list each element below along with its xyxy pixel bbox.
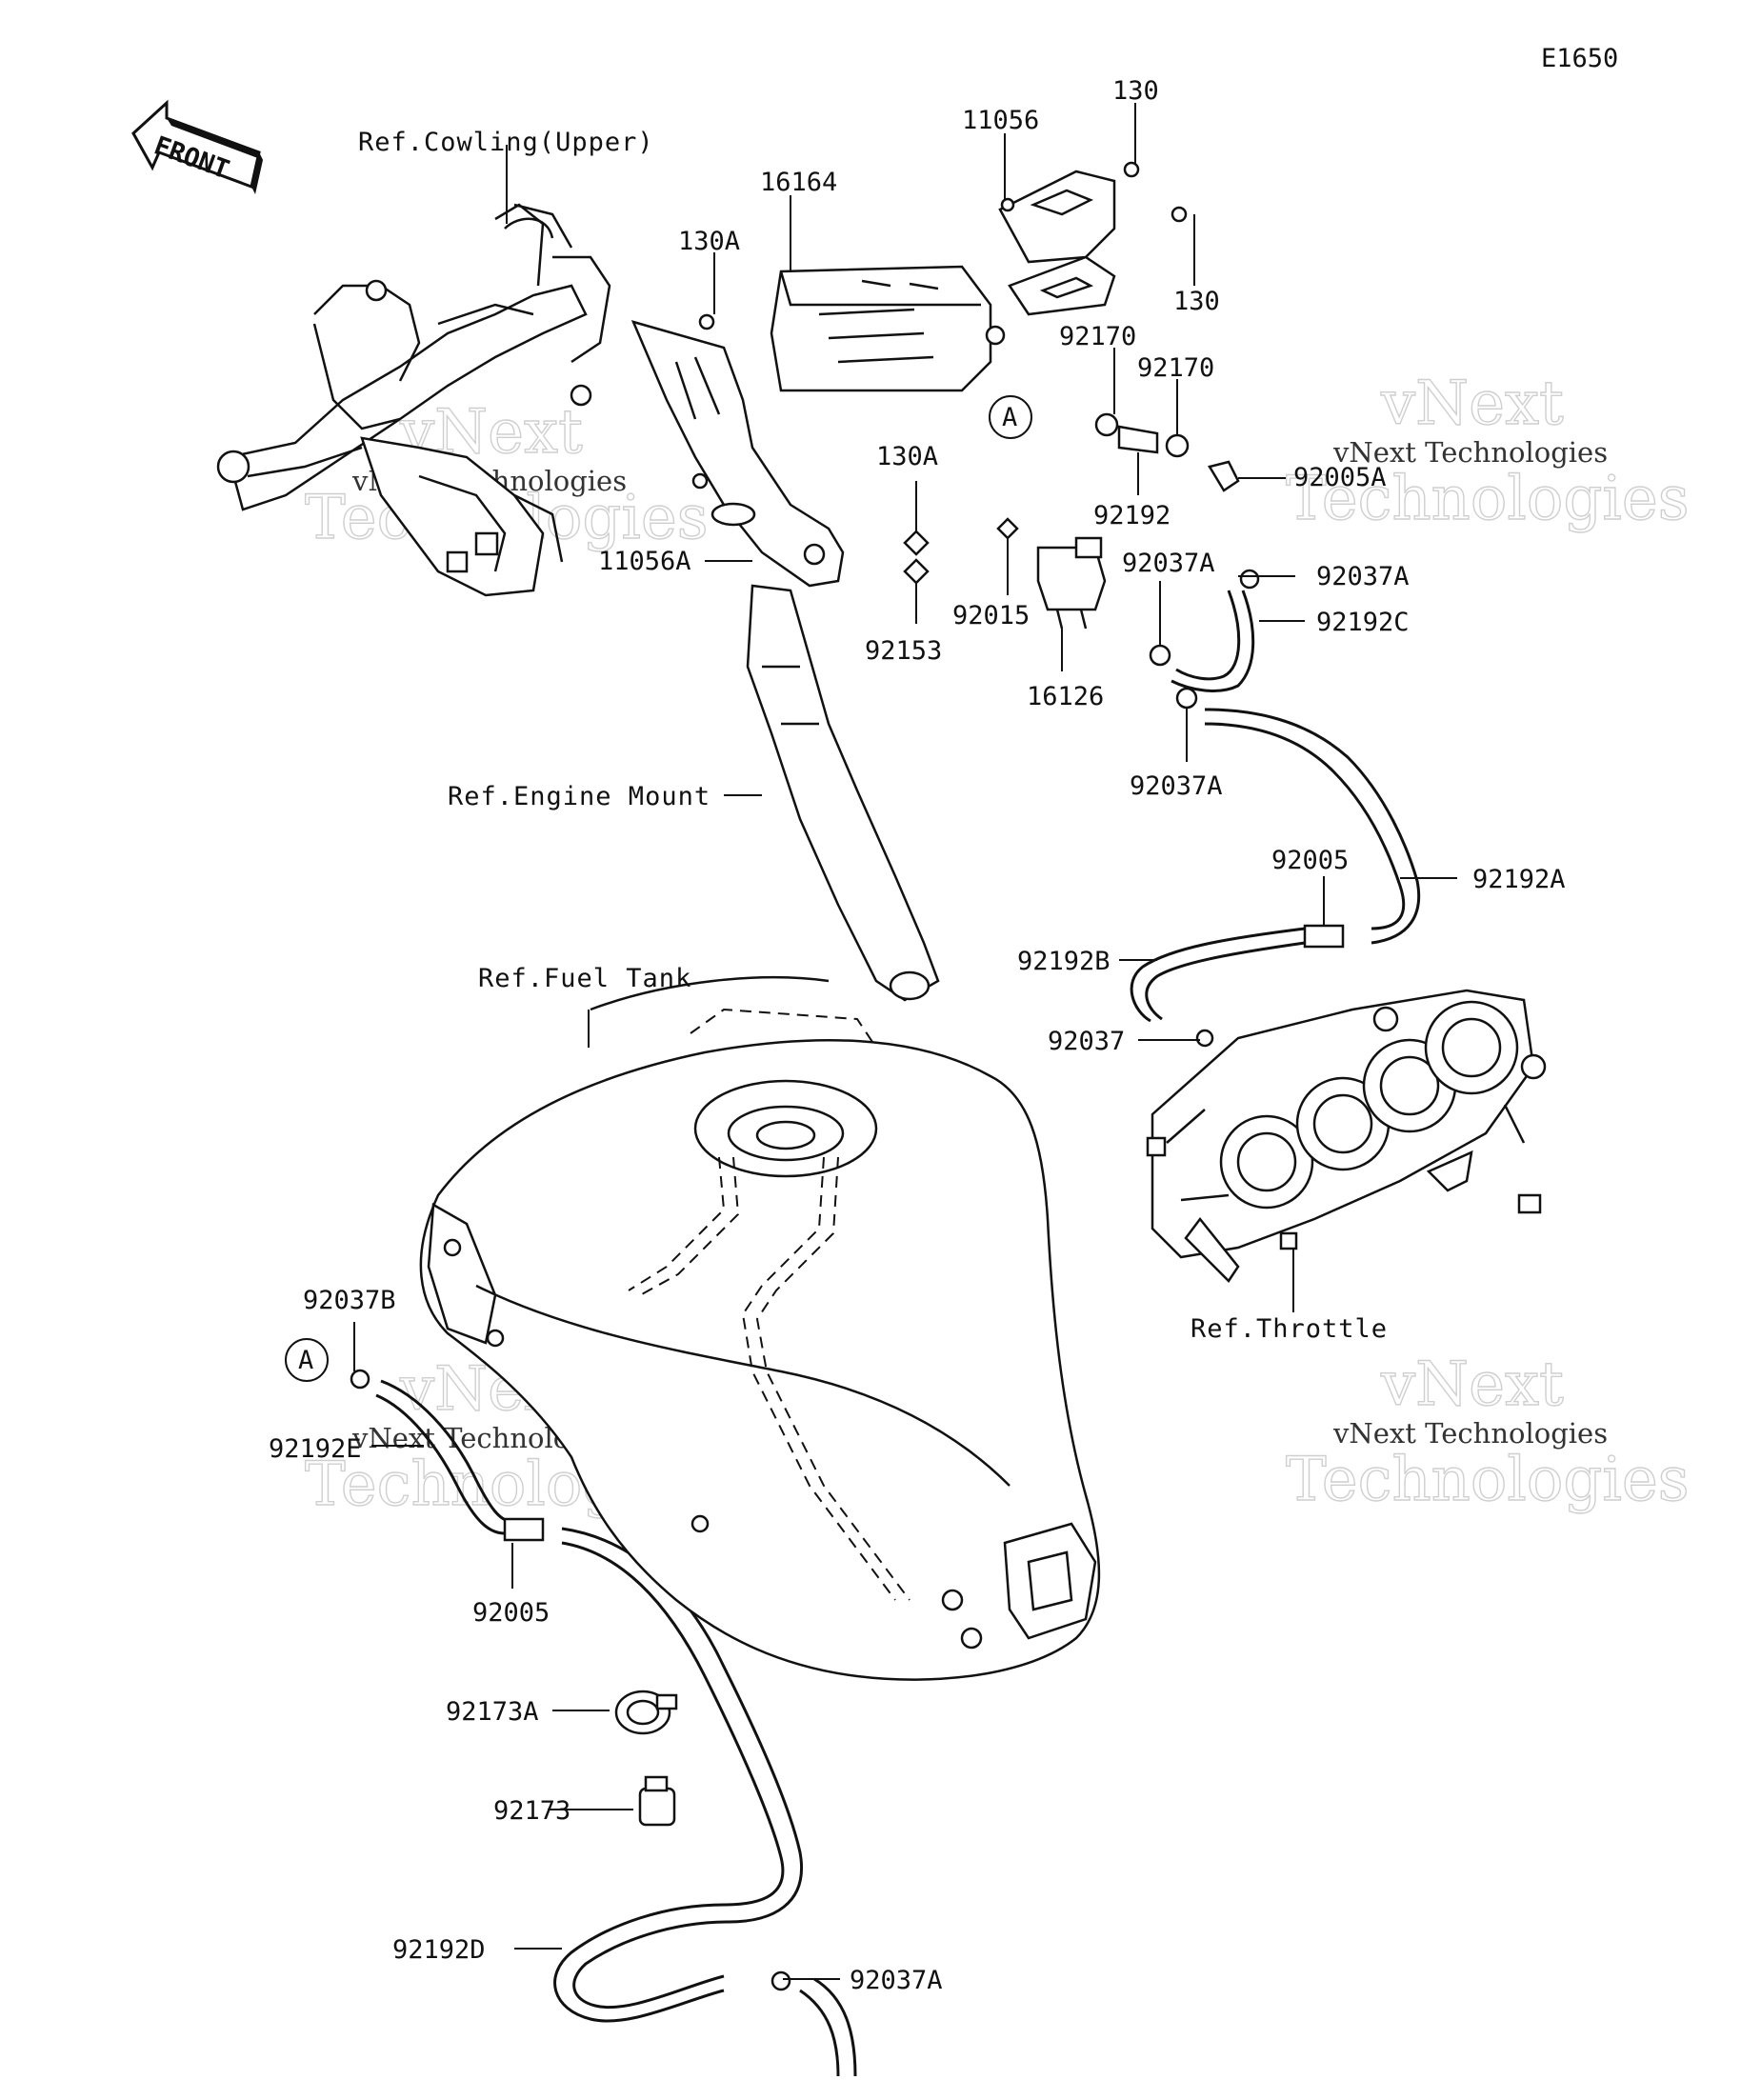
solenoid-assembly [996,412,1260,710]
part-label-16126: 16126 [1027,682,1104,711]
part-label-92037: 92037 [1048,1027,1125,1056]
part-label-92037b: 92037B [303,1286,396,1315]
callout-a-bottom: A [285,1338,329,1382]
hose-clip-92173 [638,1775,676,1827]
watermark-word: Technologies [1286,464,1690,534]
ref-cowling-label: Ref.Cowling(Upper) [358,128,654,157]
watermark-brand: vNext [1380,1350,1564,1420]
front-arrow-icon: FRONT [131,99,263,194]
part-label-92192d: 92192D [392,1935,486,1965]
throttle-body [1146,989,1547,1283]
part-label-11056a: 11056A [598,547,691,576]
ref-engine-mount-label: Ref.Engine Mount [448,782,710,811]
part-label-92192e: 92192E [269,1434,362,1464]
hose-clip-92173a [614,1690,678,1735]
part-label-92005-bottom: 92005 [472,1598,550,1628]
part-label-11056: 11056 [962,106,1039,135]
part-label-130a-left: 130A [678,227,740,256]
callout-a-letter: A [1002,403,1017,432]
cowling-bracket [216,203,611,597]
clamp-92037b [350,1369,370,1390]
watermark-word: Technologies [1286,1445,1690,1515]
fuel-tank [419,976,1101,1681]
part-label-92173a: 92173A [446,1697,539,1727]
callout-a-top: A [989,395,1032,439]
watermark-caption: vNext Technologies [1332,436,1608,469]
part-label-92170-a: 92170 [1059,322,1136,351]
watermark-group: vNext Technologies vNext Technologies vN… [304,368,1690,1520]
part-label-92037a-bottom: 92037A [850,1966,943,1995]
part-label-92005-top: 92005 [1271,846,1349,875]
part-label-92173: 92173 [493,1796,570,1826]
diagram-id: E1650 [1541,44,1618,73]
part-label-16164: 16164 [760,168,837,197]
part-label-92192: 92192 [1093,501,1171,530]
part-label-92037a-mid: 92037A [1130,771,1223,801]
clamp-92037a-bottom [770,1970,791,1991]
part-label-130-right: 130 [1173,287,1220,316]
part-label-92170-b: 92170 [1137,353,1214,383]
part-label-130-top: 130 [1112,76,1159,106]
part-label-92153: 92153 [865,636,942,666]
part-label-92192c: 92192C [1316,608,1410,637]
part-label-92005a: 92005A [1293,463,1387,492]
part-label-92192b: 92192B [1017,947,1111,976]
clamp-92037 [1195,1029,1214,1048]
watermark-brand: vNext [1380,369,1564,439]
part-label-92037a-top: 92037A [1122,549,1215,578]
leader-lines [353,103,1457,1980]
part-label-92015: 92015 [952,601,1030,630]
part-label-92037a-right: 92037A [1316,562,1410,591]
callout-a-letter: A [298,1346,313,1375]
part-label-92192a: 92192A [1472,865,1566,894]
ref-fuel-tank-label: Ref.Fuel Tank [478,964,691,993]
canister-assembly [630,161,1188,1002]
ref-throttle-label: Ref.Throttle [1191,1314,1388,1344]
part-label-130a-mid: 130A [876,442,938,471]
watermark-caption: vNext Technologies [1332,1417,1608,1450]
